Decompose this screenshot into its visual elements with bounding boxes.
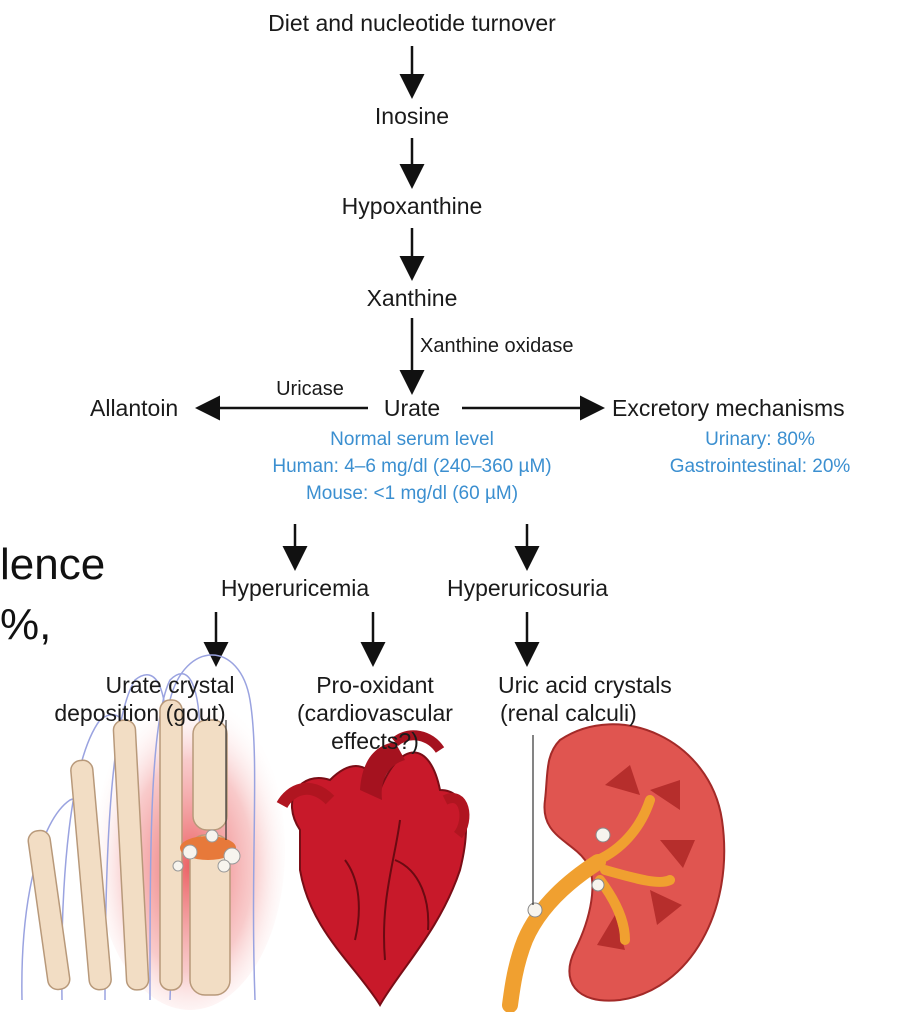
effect-cardio-line2: (cardiovascular — [270, 700, 480, 726]
effect-gout-line1: Urate crystal — [60, 672, 280, 698]
effect-renal-line2: (renal calculi) — [500, 700, 700, 726]
kidney-illustration — [510, 724, 724, 1005]
slide-text-fragment-1: lence — [0, 540, 105, 590]
heart-illustration — [282, 735, 466, 1005]
label-hyperuricemia: Hyperuricemia — [195, 575, 395, 601]
serum-mouse: Mouse: <1 mg/dl (60 µM) — [262, 482, 562, 506]
serum-human: Human: 4–6 mg/dl (240–360 µM) — [212, 455, 612, 479]
effect-cardio-line3: effects?) — [290, 728, 460, 754]
serum-title: Normal serum level — [262, 428, 562, 452]
excretion-urinary: Urinary: 80% — [660, 428, 860, 452]
excretion-gi: Gastrointestinal: 20% — [630, 455, 890, 479]
label-hypoxanthine: Hypoxanthine — [302, 193, 522, 219]
effect-gout-line2: deposition (gout) — [20, 700, 260, 726]
label-xanthine: Xanthine — [332, 285, 492, 311]
label-urate: Urate — [362, 395, 462, 421]
label-diet: Diet and nucleotide turnover — [222, 10, 602, 36]
slide-text-fragment-2: %, — [0, 600, 51, 650]
effect-cardio-line1: Pro-oxidant — [280, 672, 470, 698]
label-inosine: Inosine — [332, 103, 492, 129]
effect-renal-line1: Uric acid crystals — [498, 672, 738, 698]
label-uricase: Uricase — [250, 378, 370, 401]
label-xanthine-oxidase: Xanthine oxidase — [420, 335, 573, 358]
label-allantoin: Allantoin — [90, 395, 205, 421]
label-excretory: Excretory mechanisms — [612, 395, 845, 421]
label-hyperuricosuria: Hyperuricosuria — [420, 575, 635, 601]
